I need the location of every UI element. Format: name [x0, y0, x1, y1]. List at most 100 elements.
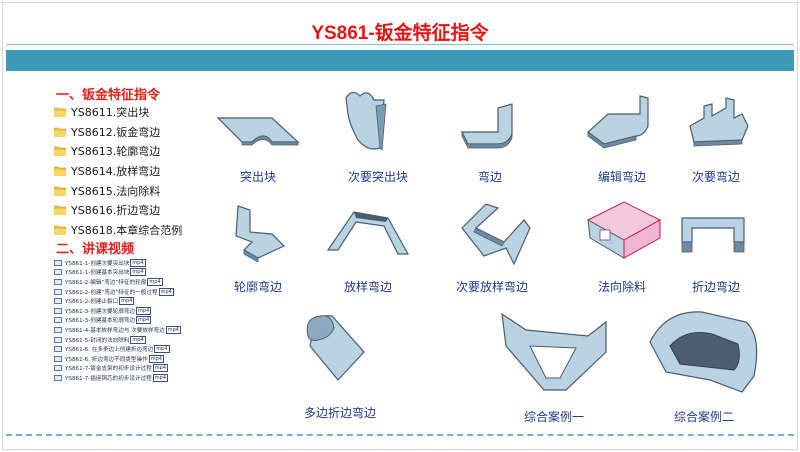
video-file-icon — [54, 317, 62, 324]
chapter-label: YS8614.放样弯边 — [71, 164, 161, 178]
video-label: YS861-3-创建次要轮廓弯边 — [65, 308, 135, 315]
thumb-lofted-flange[interactable] — [324, 206, 416, 258]
video-file-icon — [54, 336, 62, 343]
video-file-icon — [54, 269, 62, 276]
chapter-item[interactable]: YS8618.本章综合范例 — [54, 220, 182, 240]
header-divider — [6, 44, 794, 45]
video-format-tag: mp4 — [130, 258, 146, 267]
folder-icon — [54, 225, 66, 235]
video-file-icon — [54, 298, 62, 305]
video-format-tag: mp4 — [154, 345, 170, 354]
thumb-secondary-tab[interactable] — [340, 86, 396, 158]
video-label: YS861-2-创建止裂口 — [65, 299, 119, 306]
caption-example-one: 综合案例一 — [523, 410, 585, 424]
video-format-tag: mp4 — [147, 277, 163, 286]
chapter-label: YS8616.折边弯边 — [71, 204, 161, 218]
video-label: YS861-7-插座铜芯的初步设计过程 — [65, 375, 152, 382]
thumb-secondary-flange[interactable] — [682, 96, 754, 152]
thumb-normal-cutout[interactable] — [584, 196, 664, 262]
chapter-label: YS8611.突出块 — [71, 105, 150, 119]
video-label: YS861-5-封闭的法向除料 — [65, 337, 130, 344]
video-label: YS861-4-基本放样弯边与 次要放样弯边 — [65, 327, 165, 334]
thumb-multi-edge-hem[interactable] — [298, 306, 378, 386]
video-file-icon — [54, 326, 62, 333]
video-label: YS861-1-创建基本突出块 — [65, 270, 130, 277]
thumb-hem-flange[interactable] — [678, 214, 750, 258]
chapter-label: YS8612.钣金弯边 — [71, 125, 161, 139]
folder-icon — [54, 107, 66, 117]
thumb-secondary-lofted-flange[interactable] — [456, 198, 536, 268]
video-format-tag: mp4 — [130, 268, 146, 277]
caption-normal-cutout: 法向除料 — [597, 280, 647, 294]
caption-lofted-flange: 放样弯边 — [343, 280, 393, 294]
thumb-example-two[interactable] — [646, 306, 766, 394]
thumb-example-one[interactable] — [496, 306, 612, 394]
video-label: YS861-3-创建基本轮廓弯边 — [65, 318, 135, 325]
caption-tab: 突出块 — [239, 170, 277, 184]
caption-multi-edge-hem: 多边折边弯边 — [303, 406, 377, 420]
caption-secondary-lofted-flange: 次要放样弯边 — [455, 280, 529, 294]
thumb-tab[interactable] — [212, 112, 302, 150]
thumb-edit-flange[interactable] — [584, 92, 660, 152]
video-format-tag: mp4 — [130, 335, 146, 344]
video-label: YS861-6. 在多条边上创建折边弯边 — [65, 347, 154, 354]
thumb-contour-flange[interactable] — [228, 204, 290, 262]
video-format-tag: mp4 — [152, 373, 169, 382]
video-file-icon — [54, 288, 62, 295]
video-file-icon — [54, 307, 62, 314]
video-file-icon — [54, 365, 62, 372]
video-label: YS861-2-编辑“弯边”特征的轮廓 — [65, 279, 147, 286]
video-format-tag: mp4 — [119, 297, 135, 306]
chapter-list: YS8611.突出块 YS8612.钣金弯边 YS8613.轮廓弯边 YS8614.放… — [54, 102, 182, 240]
video-label: YS861-1-创建次要突出块 — [65, 260, 130, 267]
chapter-item[interactable]: YS8616.折边弯边 — [54, 200, 182, 220]
video-format-tag: mp4 — [136, 316, 152, 325]
thumb-flange[interactable] — [458, 100, 528, 152]
chapter-label: YS8613.轮廓弯边 — [71, 145, 161, 159]
chapter-item[interactable]: YS8614.放样弯边 — [54, 161, 182, 181]
page-title: YS861-钣金特征指令 — [311, 23, 489, 44]
video-format-tag: mp4 — [152, 364, 169, 373]
folder-icon — [54, 166, 66, 176]
video-file-icon — [54, 355, 62, 362]
caption-example-two: 综合案例二 — [673, 410, 735, 424]
chapters-heading: 一、钣金特征指令 — [56, 88, 161, 103]
chapter-item[interactable]: YS8615.法向除料 — [54, 181, 182, 201]
video-file-icon — [54, 278, 62, 285]
header-banner — [6, 50, 794, 71]
videos-heading: 二、讲课视频 — [56, 242, 135, 257]
video-label: YS861-6. 折边弯边不同类型操作 — [65, 356, 148, 363]
folder-icon — [54, 186, 66, 196]
chapter-item[interactable]: YS8611.突出块 — [54, 102, 182, 122]
video-file-icon — [54, 346, 62, 353]
chapter-item[interactable]: YS8613.轮廓弯边 — [54, 141, 182, 161]
chapter-label: YS8615.法向除料 — [71, 184, 161, 198]
caption-contour-flange: 轮廓弯边 — [233, 280, 283, 294]
chapter-label: YS8618.本章综合范例 — [71, 223, 183, 237]
caption-edit-flange: 编辑弯边 — [597, 170, 647, 184]
video-format-tag: mp4 — [136, 306, 152, 315]
caption-flange: 弯边 — [477, 170, 503, 184]
folder-icon — [54, 146, 66, 157]
chapter-item[interactable]: YS8612.钣金弯边 — [54, 122, 182, 142]
video-format-tag: mp4 — [165, 325, 181, 334]
video-format-tag: mp4 — [148, 354, 164, 363]
video-label: YS861-2-创建“弯边”特征的一般过程 — [65, 289, 158, 296]
folder-icon — [54, 127, 66, 137]
caption-hem-flange: 折边弯边 — [691, 280, 741, 294]
